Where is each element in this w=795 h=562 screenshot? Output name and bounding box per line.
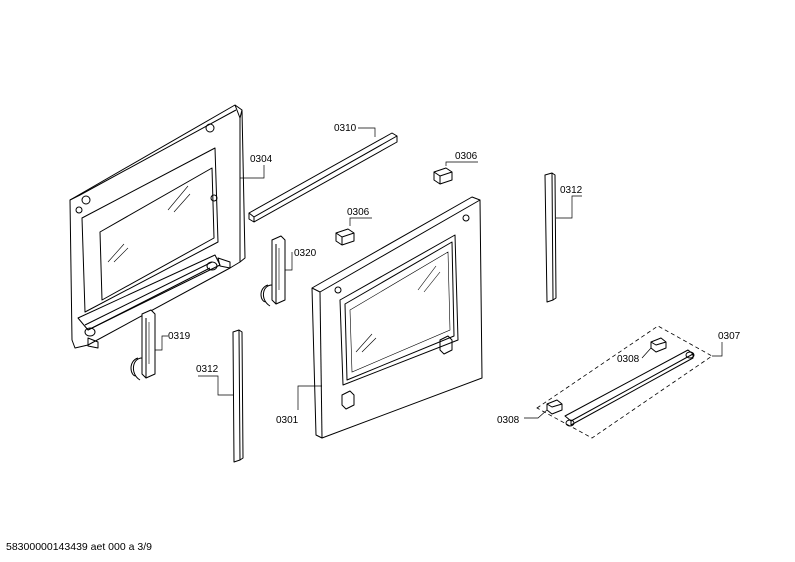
label-0319: 0319 <box>168 331 191 342</box>
label-0312-left: 0312 <box>196 364 219 375</box>
label-0310: 0310 <box>334 123 357 134</box>
clip-0306-upper <box>433 161 478 185</box>
hinge-0320 <box>260 235 293 307</box>
clip-0306-middle <box>335 217 372 246</box>
label-0308-lower: 0308 <box>497 415 520 426</box>
hinge-0319 <box>130 309 168 381</box>
inner-door-frame-0304 <box>69 104 265 349</box>
outer-door-panel-0301 <box>297 196 483 439</box>
label-0306-upper: 0306 <box>455 151 478 162</box>
label-0312-right: 0312 <box>560 185 583 196</box>
top-strip-0310 <box>248 127 398 223</box>
label-0320: 0320 <box>294 248 317 259</box>
side-strip-0312-right <box>544 172 582 303</box>
side-strip-0312-left <box>198 329 244 463</box>
label-0306-middle: 0306 <box>347 207 370 218</box>
label-0307: 0307 <box>718 331 741 342</box>
label-0301: 0301 <box>276 415 299 426</box>
label-0308-upper: 0308 <box>617 354 640 365</box>
drawing-reference-footer: 58300000143439 aet 000 a 3/9 <box>6 541 152 553</box>
label-0304: 0304 <box>250 154 273 165</box>
handle-assembly-0307 <box>524 325 723 439</box>
